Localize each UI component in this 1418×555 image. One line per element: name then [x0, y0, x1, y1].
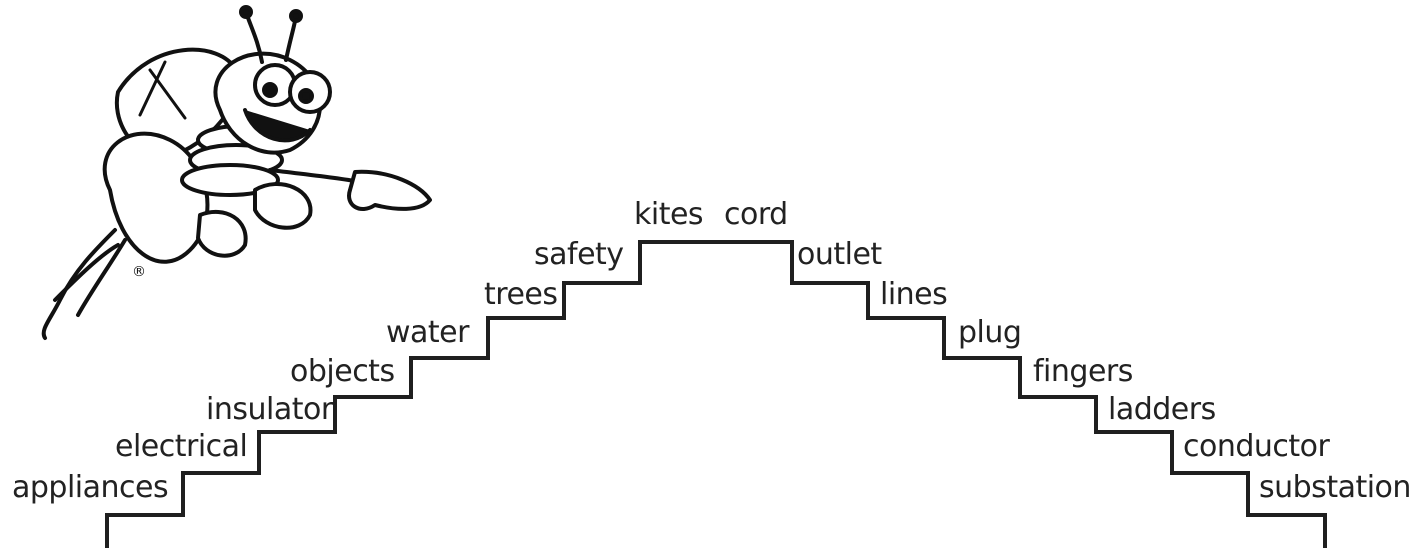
registered-mark: ® [132, 264, 146, 280]
step-word-cord: cord [724, 197, 788, 232]
step-word-insulator: insulator [206, 392, 333, 427]
step-word-outlet: outlet [797, 237, 882, 272]
step-word-safety: safety [534, 237, 624, 272]
staircase-path [105, 240, 1327, 548]
step-word-ladders: ladders [1108, 392, 1216, 427]
step-word-substation: substation [1259, 470, 1411, 505]
step-word-electrical: electrical [115, 429, 248, 464]
step-word-lines: lines [880, 277, 948, 312]
step-word-trees: trees [484, 277, 558, 312]
step-word-water: water [386, 315, 469, 350]
step-word-plug: plug [958, 315, 1022, 350]
step-word-conductor: conductor [1183, 429, 1330, 464]
step-word-fingers: fingers [1033, 354, 1133, 389]
step-word-kites: kites [634, 197, 704, 232]
step-word-appliances: appliances [12, 470, 169, 505]
step-word-objects: objects [290, 354, 395, 389]
